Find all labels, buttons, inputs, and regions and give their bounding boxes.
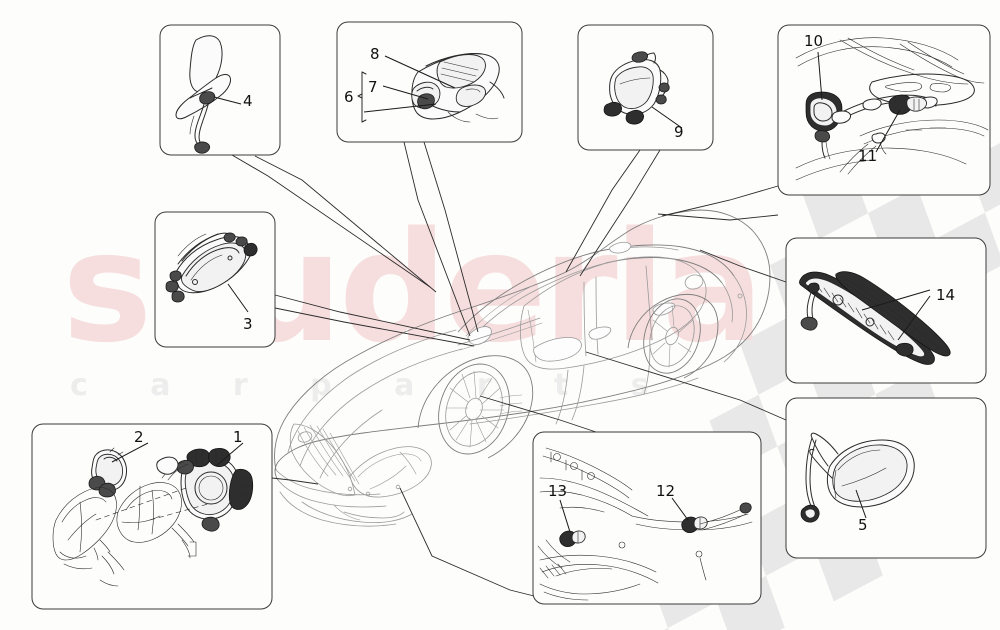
control-module-panel[interactable]: 3 [154,211,276,348]
radar-bracket-panel[interactable]: 2 1 [31,423,273,610]
callout-13: 13 [548,482,567,500]
callout-14: 14 [936,286,955,304]
callout-12: 12 [656,482,675,500]
leader-14 [699,249,787,283]
front-grille [289,423,360,497]
ecu-module-panel[interactable]: 9 [577,24,714,151]
leader-6 [403,141,471,337]
callout-4: 4 [243,92,253,110]
leader-4 [231,154,431,288]
roof-console-part [411,53,505,123]
mirror-right-panel[interactable]: 5 [785,397,987,559]
callout-9: 9 [674,123,684,141]
leader-5 [585,351,787,421]
car-body-outline [274,209,771,527]
callout-6: 6 [344,88,354,106]
radar-sensor-part [176,447,254,532]
rear-wiper-panel[interactable]: 14 [785,237,987,384]
leader-9 [565,149,641,273]
leader-12 [479,395,597,433]
leader-3 [274,294,471,341]
tailgate-camera-panel[interactable]: 10 11 [777,24,991,196]
callout-1: 1 [233,428,243,446]
front-bumper-part [537,447,753,601]
rear-wheel [627,293,719,379]
rear-wiper-part [799,271,951,365]
radar-cover-part [88,447,127,498]
leader-1 [271,477,319,485]
mirror-right-part [800,432,915,523]
callout-11: 11 [858,147,877,165]
callout-8: 8 [370,45,380,63]
mirror-left-part [175,35,231,154]
roof-console-panel[interactable]: 6 7 8 [336,21,523,143]
tailgate-camera-part [795,37,989,181]
callout-7: 7 [368,78,378,96]
headlight [349,446,432,498]
callout-5: 5 [858,516,868,534]
svg-text:c a r p a r t s: c a r p a r t s [70,368,675,403]
control-module-part [165,232,258,303]
trident-emblem [297,431,313,443]
car-side-mirror [533,337,582,362]
mirror-left-panel[interactable]: 4 [159,24,281,156]
callout-2: 2 [134,428,144,446]
callout-3: 3 [243,315,253,333]
leader-10 [661,185,779,217]
callout-10: 10 [804,32,823,50]
ecu-module-part [603,51,670,125]
front-bumper-sensor-panel[interactable]: 13 12 [532,431,762,605]
front-wheel [417,355,534,459]
radar-bracket-part [52,456,209,587]
